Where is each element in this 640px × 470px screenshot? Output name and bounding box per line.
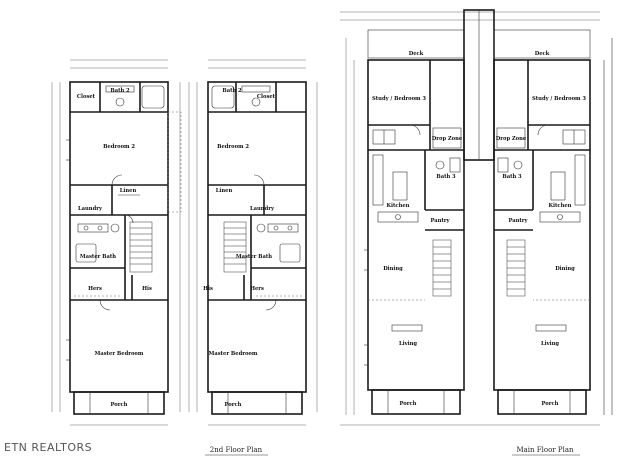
room-drop-zone-r: Drop Zone <box>496 136 527 142</box>
room-bath-3: Bath 3 <box>436 174 456 180</box>
room-hers-r: Hers <box>250 286 264 292</box>
room-bath-2: Bath 2 <box>110 88 130 94</box>
room-master-bath-r: Master Bath <box>236 254 272 260</box>
second-floor-right-labels: Closet Bath 2 Bedroom 2 Linen Laundry Ma… <box>203 88 276 408</box>
room-closet: Closet <box>77 94 96 100</box>
room-kitchen: Kitchen <box>387 203 410 209</box>
second-floor-caption: 2nd Floor Plan <box>210 446 263 454</box>
room-bedroom-2-r: Bedroom 2 <box>217 144 249 150</box>
room-pantry: Pantry <box>430 218 450 224</box>
room-laundry-r: Laundry <box>250 206 275 212</box>
brand-watermark: ETN REALTORS <box>4 441 92 454</box>
room-deck: Deck <box>409 51 424 57</box>
second-floor-left-unit: Closet Bath 2 Bedroom 2 Linen Laundry Ma… <box>51 59 181 426</box>
room-laundry: Laundry <box>78 206 103 212</box>
room-deck-r: Deck <box>535 51 550 57</box>
room-porch-r: Porch <box>225 402 242 408</box>
room-pantry-r: Pantry <box>508 218 528 224</box>
room-drop-zone: Drop Zone <box>432 136 463 142</box>
room-porch: Porch <box>111 402 128 408</box>
room-hers: Hers <box>88 286 102 292</box>
room-his-r: His <box>203 286 213 292</box>
room-study-r: Study / Bedroom 3 <box>532 96 586 102</box>
room-linen-r: Linen <box>216 188 233 194</box>
room-kitchen-r: Kitchen <box>549 203 572 209</box>
room-study: Study / Bedroom 3 <box>372 96 426 102</box>
room-master-bedroom-r: Master Bedroom <box>209 351 258 357</box>
main-floor-right-unit <box>493 29 613 415</box>
room-bedroom-2: Bedroom 2 <box>103 144 135 150</box>
room-dining: Dining <box>383 266 403 272</box>
room-bath-3-r: Bath 3 <box>502 174 522 180</box>
room-porch-main-r: Porch <box>542 401 559 407</box>
main-floor-right-labels: Deck Study / Bedroom 3 Drop Zone Bath 3 … <box>496 51 587 407</box>
second-floor-right-unit <box>188 59 318 426</box>
room-dining-r: Dining <box>555 266 575 272</box>
room-master-bath: Master Bath <box>80 254 116 260</box>
main-floor-caption: Main Floor Plan <box>516 446 574 454</box>
main-floor-left-unit: Deck Study / Bedroom 3 Drop Zone Bath 3 … <box>340 11 600 426</box>
room-living-r: Living <box>541 341 559 347</box>
room-his: His <box>142 286 152 292</box>
room-closet-r: Closet <box>257 94 276 100</box>
party-wall-gap <box>167 111 182 213</box>
room-living: Living <box>399 341 417 347</box>
room-porch-main: Porch <box>400 401 417 407</box>
room-linen: Linen <box>120 188 137 194</box>
room-bath-2-r: Bath 2 <box>222 88 242 94</box>
room-master-bedroom: Master Bedroom <box>95 351 144 357</box>
